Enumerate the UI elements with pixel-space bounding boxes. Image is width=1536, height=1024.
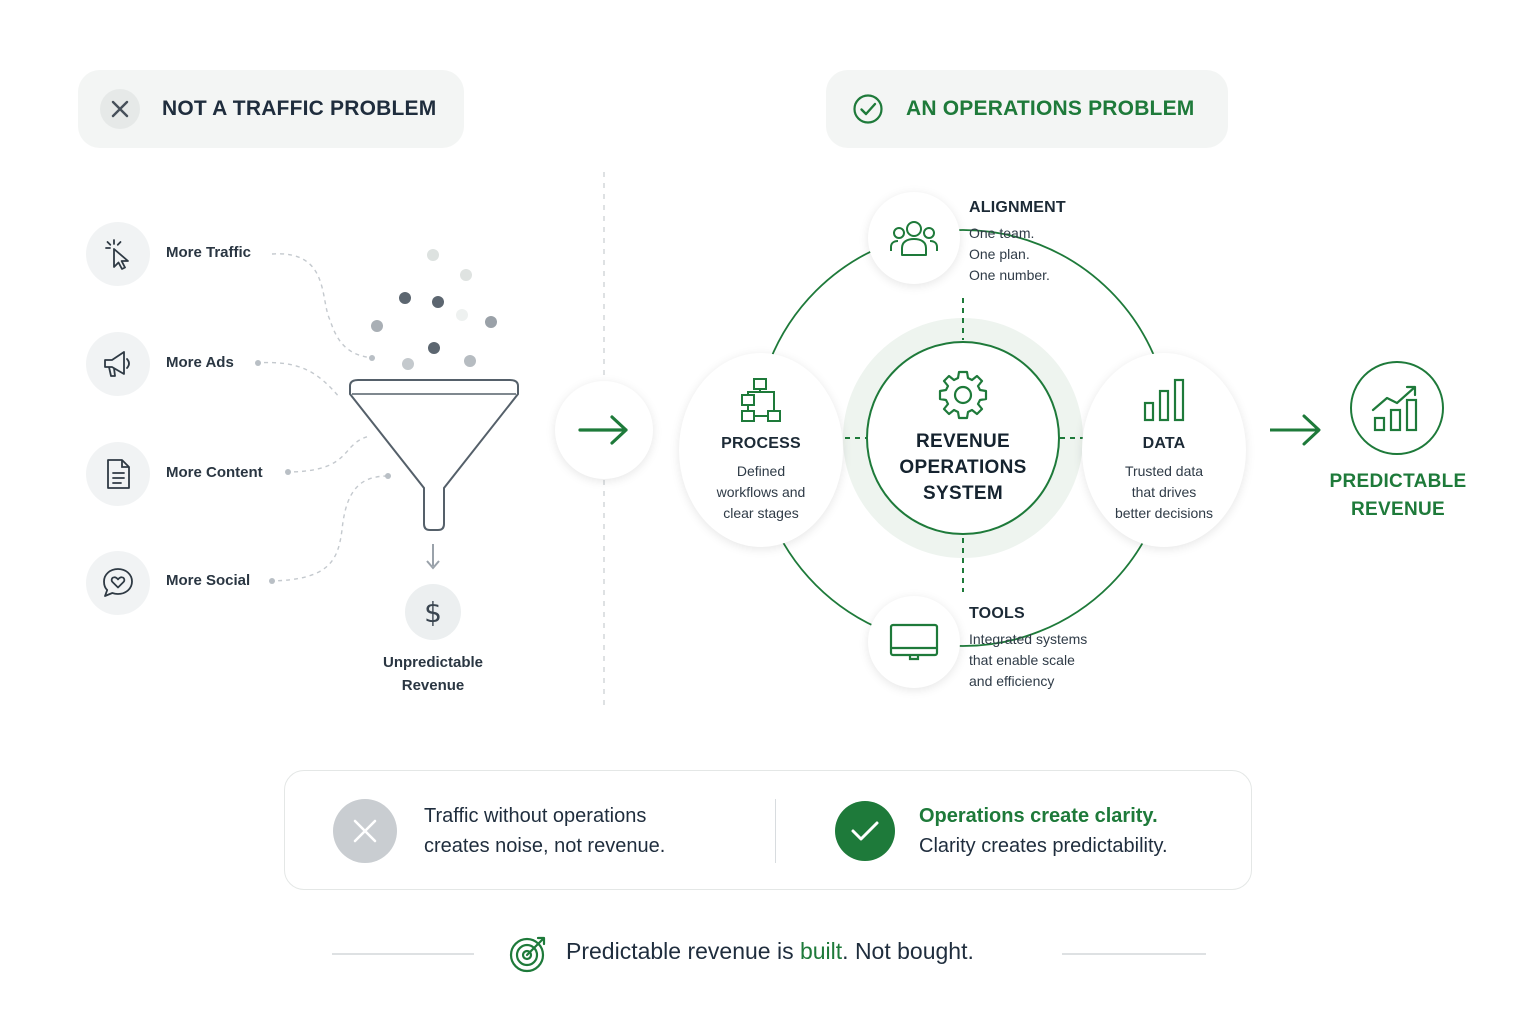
source-label-social: More Social bbox=[166, 572, 251, 589]
summary-right-text: Operations create clarity. Clarity creat… bbox=[919, 805, 1168, 857]
left-header-label: NOT A TRAFFIC PROBLEM bbox=[162, 97, 437, 120]
document-icon bbox=[86, 442, 150, 506]
bar-chart-icon bbox=[1143, 378, 1185, 421]
arrow-circle bbox=[555, 381, 653, 479]
dollar-icon: $ bbox=[405, 584, 461, 640]
process-circle: PROCESS Defined workflows and clear stag… bbox=[679, 353, 843, 547]
cursor-click-icon bbox=[86, 222, 150, 286]
footer-tagline: Predictable revenue is built. Not bought… bbox=[566, 938, 974, 964]
left-header: NOT A TRAFFIC PROBLEM bbox=[78, 70, 464, 148]
laptop-icon bbox=[889, 623, 939, 661]
source-label-traffic: More Traffic bbox=[166, 244, 252, 261]
close-icon bbox=[333, 799, 397, 863]
summary-divider bbox=[775, 799, 776, 863]
revenue-operations-core: REVENUE OPERATIONS SYSTEM bbox=[866, 341, 1060, 535]
workflow-icon bbox=[741, 377, 781, 422]
arrow-right-icon bbox=[578, 415, 628, 445]
gear-icon bbox=[938, 370, 988, 420]
source-label-ads: More Ads bbox=[166, 354, 234, 371]
close-icon bbox=[100, 89, 140, 129]
growth-chart-icon bbox=[1350, 361, 1444, 455]
data-title: DATA bbox=[1142, 434, 1186, 452]
megaphone-icon bbox=[86, 332, 150, 396]
tools-text: TOOLS Integrated systems that enable sca… bbox=[969, 605, 1088, 689]
alignment-text: ALIGNMENT One team. One plan. One number… bbox=[969, 199, 1066, 283]
data-circle: DATA Trusted data that drives better dec… bbox=[1082, 353, 1246, 547]
summary-left-text: Traffic without operations creates noise… bbox=[424, 805, 666, 857]
funnel-icon bbox=[349, 379, 519, 531]
process-title: PROCESS bbox=[721, 434, 801, 452]
alignment-title: ALIGNMENT bbox=[969, 199, 1066, 216]
source-label-content: More Content bbox=[166, 464, 263, 481]
check-icon bbox=[835, 801, 895, 861]
tools-circle bbox=[868, 596, 960, 688]
summary-box: Traffic without operations creates noise… bbox=[284, 770, 1252, 890]
alignment-circle bbox=[868, 192, 960, 284]
check-circle-icon bbox=[852, 93, 884, 125]
tools-title: TOOLS bbox=[969, 605, 1025, 622]
predictable-revenue-label: PREDICTABLE REVENUE bbox=[1329, 471, 1467, 520]
right-header-label: AN OPERATIONS PROBLEM bbox=[906, 97, 1195, 120]
target-icon bbox=[508, 934, 548, 974]
chat-heart-icon bbox=[86, 551, 150, 615]
unpredictable-revenue-label: Unpredictable Revenue bbox=[382, 654, 484, 694]
right-header: AN OPERATIONS PROBLEM bbox=[826, 70, 1228, 148]
team-icon bbox=[890, 221, 938, 256]
